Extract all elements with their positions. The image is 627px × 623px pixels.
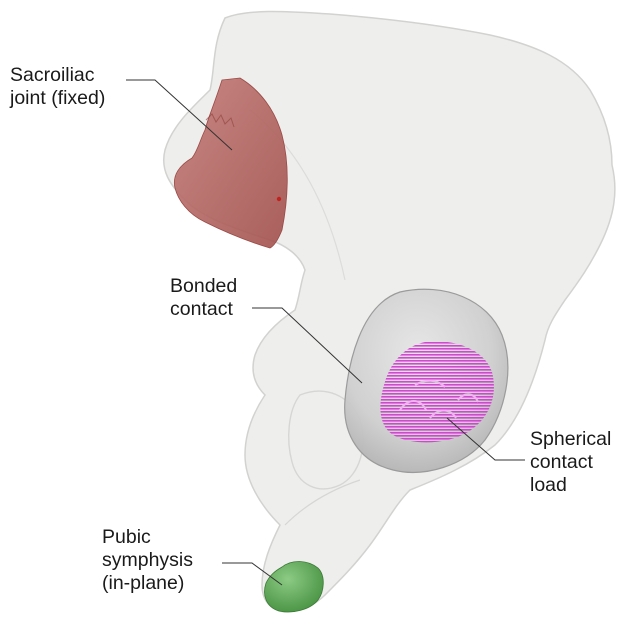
spherical-contact-load-label: Spherical contact load [530,428,611,497]
spherical-label-line1: Spherical [530,428,611,451]
spherical-label-line3: load [530,474,611,497]
pubic-label-line1: Pubic [102,526,193,549]
pubic-label-line3: (in-plane) [102,572,193,595]
bonded-label-line1: Bonded [170,275,237,298]
bonded-label-line2: contact [170,298,237,321]
sacroiliac-label-line1: Sacroiliac [10,64,105,87]
sacroiliac-label-line2: joint (fixed) [10,87,105,110]
pubic-label-line2: symphysis [102,549,193,572]
spherical-label-line2: contact [530,451,611,474]
sacroiliac-red-dot [277,197,281,201]
sacroiliac-label: Sacroiliac joint (fixed) [10,64,105,110]
pubic-symphysis-label: Pubic symphysis (in-plane) [102,526,193,595]
bonded-contact-label: Bonded contact [170,275,237,321]
